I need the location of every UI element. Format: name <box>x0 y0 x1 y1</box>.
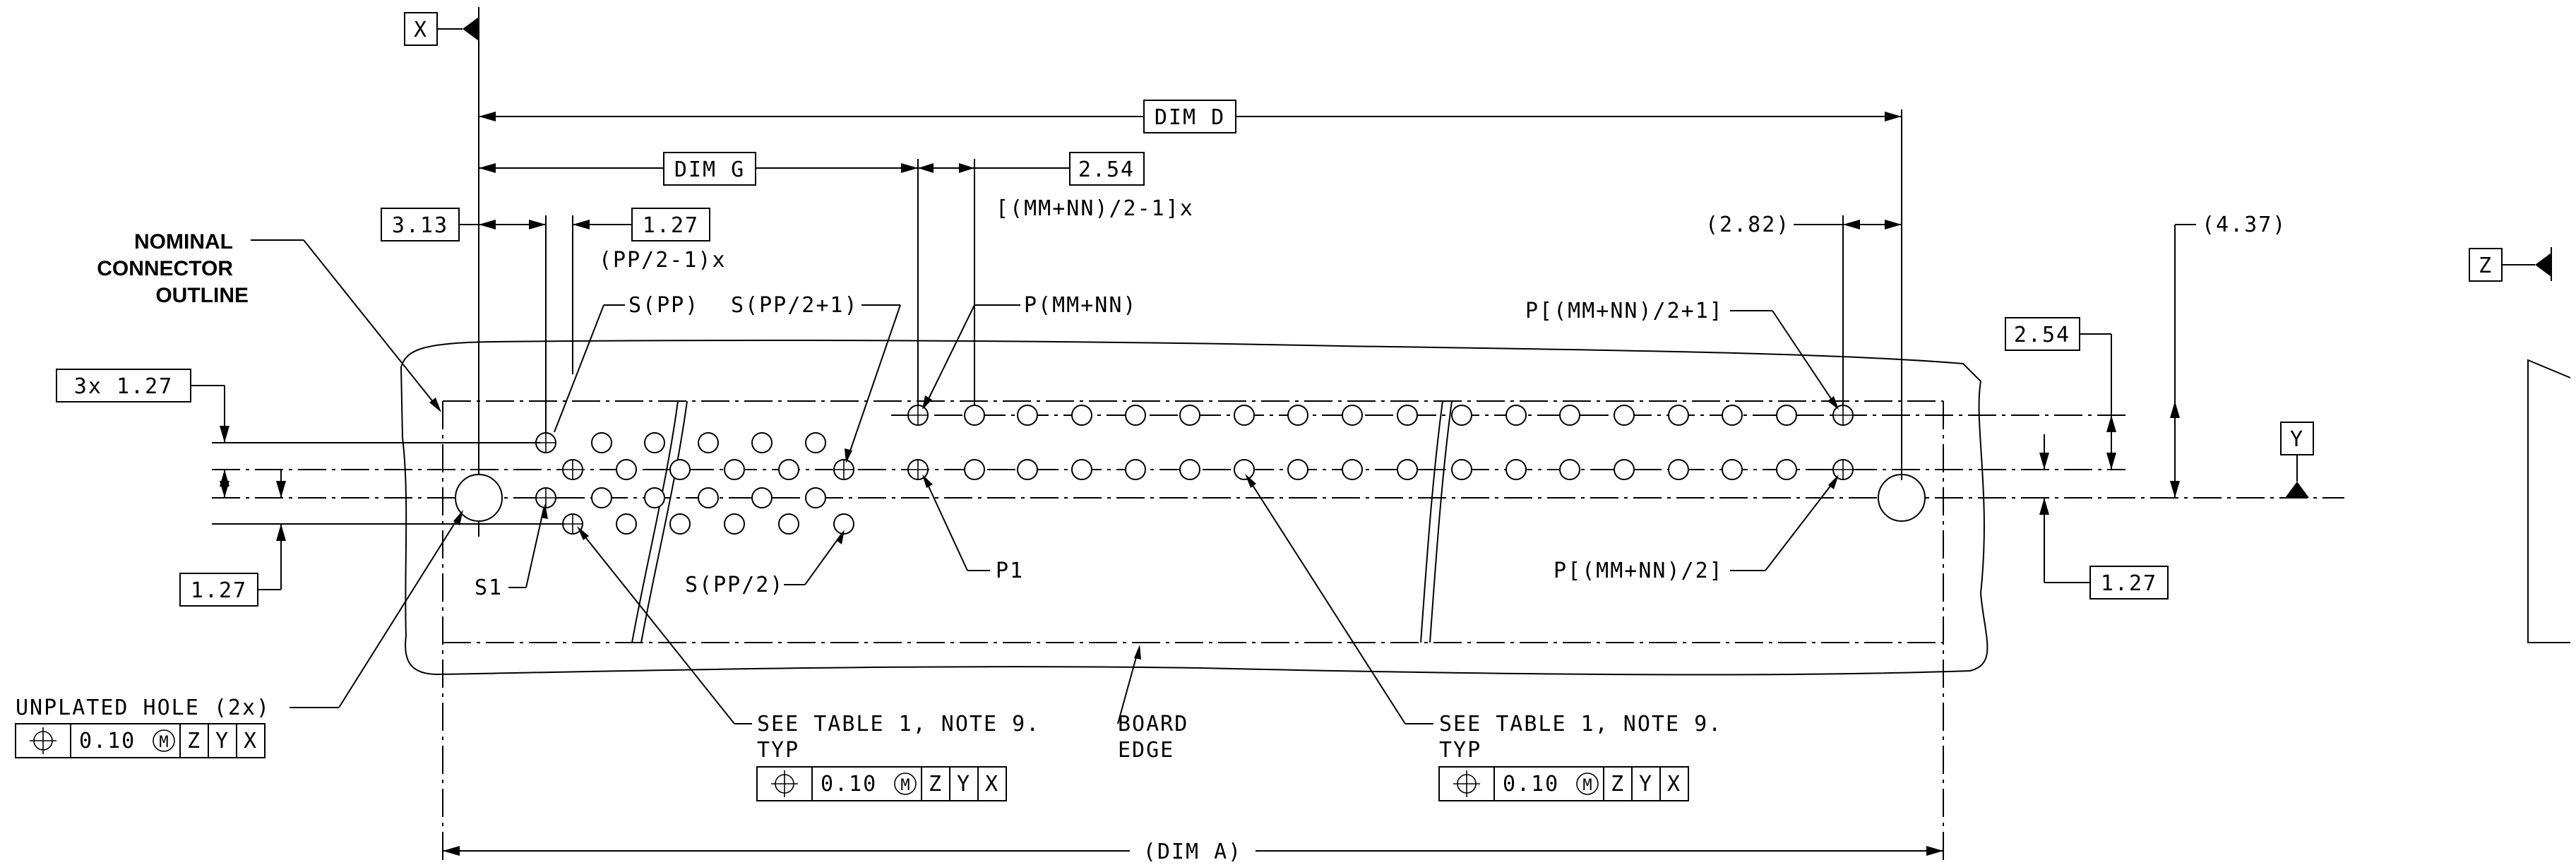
fcf-right: 0.10 M Z Y X <box>1438 766 1689 801</box>
label-pmmnn: P(MM+NN) <box>1024 293 1138 318</box>
pmid-leader: P[(MM+NN)/2] <box>1554 475 1839 583</box>
spp2-leader: S(PP/2) <box>685 530 845 597</box>
fcf-datum2-2: Y <box>957 772 971 797</box>
fcf-tolerance-2: 0.10 <box>821 772 877 797</box>
dim-254-top: 2.54 [(MM+NN)/2-1]x <box>918 152 1194 405</box>
board-edge-2: EDGE <box>1118 738 1174 763</box>
datum-z-flag: Z <box>2469 247 2552 282</box>
datum-x-label: X <box>414 18 428 42</box>
nominal-line2: CONNECTOR <box>97 257 233 280</box>
dim-127-top-label: 1.27 <box>643 213 699 238</box>
side-view-profile <box>2527 359 2571 643</box>
dim-127-left-label: 1.27 <box>191 578 247 603</box>
dim-437: (4.37) <box>2170 213 2286 498</box>
unplated-hole-left <box>455 474 503 522</box>
p1-leader: P1 <box>922 475 1024 583</box>
fcf-datum1-1: Z <box>187 729 201 753</box>
dim-127-right: 1.27 <box>2039 434 2169 599</box>
board-edge-1: BOARD <box>1118 712 1188 736</box>
typ-1: TYP <box>757 738 799 763</box>
break-lines <box>631 400 1453 643</box>
svg-text:M: M <box>900 777 910 794</box>
fcf-datum3-3: X <box>1667 772 1681 797</box>
dim-127-left: 1.27 <box>179 470 286 607</box>
dim-g: DIM G <box>479 152 919 405</box>
fcf-tolerance-3: 0.10 <box>1503 772 1559 797</box>
datum-y-label: Y <box>2290 427 2304 452</box>
pp-note: (PP/2-1)x <box>599 248 727 273</box>
label-s1: S1 <box>475 575 503 600</box>
fcf-datum3-2: X <box>985 772 999 797</box>
datum-y-flag: Y <box>2280 422 2314 498</box>
fcf-datum1-2: Z <box>929 772 943 797</box>
dim-282-label: (2.82) <box>1705 213 1790 237</box>
label-p1: P1 <box>996 559 1024 583</box>
board-outline <box>212 400 2344 861</box>
dim-d: DIM D <box>479 100 1902 480</box>
typ-2: TYP <box>1439 738 1481 763</box>
fcf-datum3-1: X <box>244 729 258 753</box>
label-spp2p1: S(PP/2+1) <box>731 293 859 318</box>
dim-254-right: 2.54 <box>2005 317 2116 470</box>
unplated-hole-label: UNPLATED HOLE (2x) <box>16 696 270 720</box>
datum-x-flag: X <box>404 7 479 537</box>
see-table-2: SEE TABLE 1, NOTE 9. <box>1439 712 1722 736</box>
fcf-datum2-3: Y <box>1639 772 1653 797</box>
top-signal-leaders: S(PP) S(PP/2+1) <box>554 293 901 463</box>
dim-254-top-label: 2.54 <box>1078 157 1135 182</box>
unplated-hole-callout: UNPLATED HOLE (2x) 0.10 M Z Y X <box>15 510 463 758</box>
dim-313-127: 3.13 1.27 (PP/2-1)x <box>381 208 727 432</box>
label-spp: S(PP) <box>628 293 699 318</box>
svg-text:M: M <box>159 734 168 751</box>
mmnn-note: [(MM+NN)/2-1]x <box>996 196 1194 221</box>
fcf-datum1-3: Z <box>1611 772 1625 797</box>
dim-254-right-label: 2.54 <box>2014 323 2070 347</box>
dim-g-label: DIM G <box>674 157 745 182</box>
dim-437-label: (4.37) <box>2202 213 2286 237</box>
power-holes <box>907 405 1854 480</box>
unplated-holes <box>455 474 1926 522</box>
fcf-tolerance-1: 0.10 <box>79 729 136 753</box>
s1-leader: S1 <box>475 503 548 600</box>
dim-a: (DIM A) <box>443 840 1943 864</box>
fcf-datum2-1: Y <box>215 729 229 753</box>
fcf-unplated: 0.10 M Z Y X <box>15 723 266 758</box>
dim-3x127: 3x 1.27 <box>56 369 565 525</box>
dim-a-label: (DIM A) <box>1143 840 1242 864</box>
dim-313-label: 3.13 <box>392 213 448 238</box>
label-pmid: P[(MM+NN)/2] <box>1554 559 1724 583</box>
p-mid1-leader: P[(MM+NN)/2+1] <box>1525 299 1839 410</box>
signal-holes <box>535 432 854 535</box>
nominal-line3: OUTLINE <box>155 284 249 307</box>
dim-282: (2.82) <box>1705 213 1902 405</box>
p-mmnn-leader: P(MM+NN) <box>922 293 1138 410</box>
label-spp2: S(PP/2) <box>685 573 784 597</box>
dim-d-label: DIM D <box>1155 105 1225 130</box>
nominal-outline-callout: NOMINAL CONNECTOR OUTLINE <box>97 230 441 412</box>
see-table-callout-right: SEE TABLE 1, NOTE 9. TYP 0.10 M Z Y X <box>1245 474 1722 801</box>
see-table-1: SEE TABLE 1, NOTE 9. <box>757 712 1040 736</box>
datum-z-label: Z <box>2479 253 2493 278</box>
fcf-left: 0.10 M Z Y X <box>756 766 1007 801</box>
dim-127-right-label: 1.27 <box>2101 571 2157 596</box>
unplated-hole-right <box>1878 474 1926 522</box>
board-edge-callout: BOARD EDGE <box>1117 645 1188 763</box>
label-pmid1: P[(MM+NN)/2+1] <box>1525 299 1724 323</box>
dim-3x127-label: 3x 1.27 <box>74 374 173 399</box>
nominal-line1: NOMINAL <box>134 230 233 253</box>
svg-text:M: M <box>1582 777 1592 794</box>
nominal-connector-outline <box>400 340 1988 676</box>
see-table-callout-left: SEE TABLE 1, NOTE 9. TYP 0.10 M Z Y X <box>577 526 1040 801</box>
